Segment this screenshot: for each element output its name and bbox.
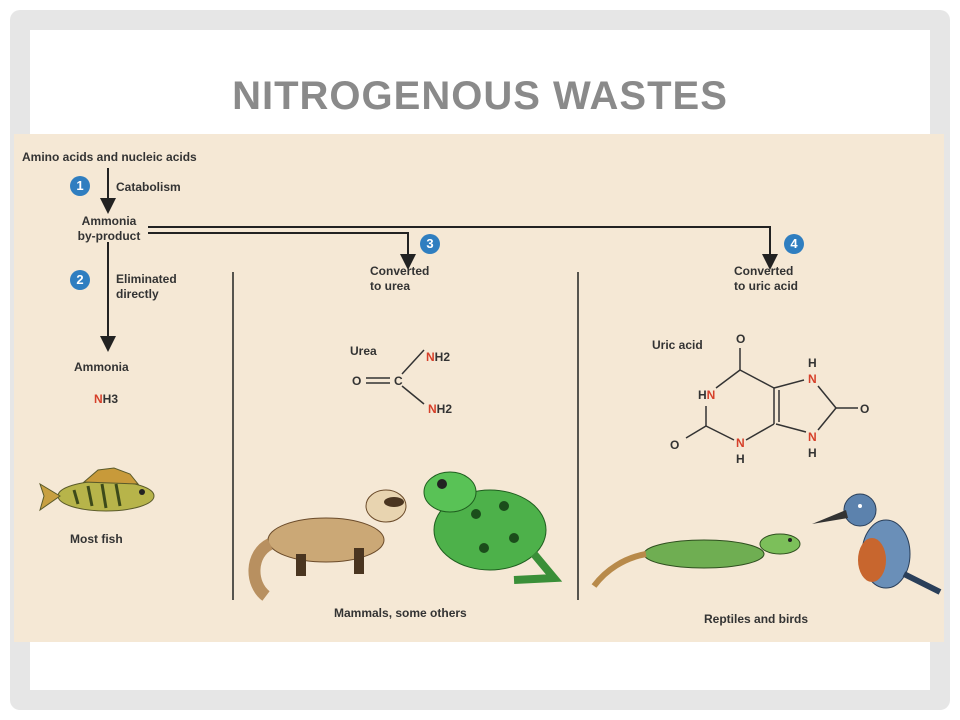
urea-n-top: N [426,350,435,364]
uric-o-right: O [860,402,870,416]
uric-n-top: N [808,372,817,386]
step-1-badge: 1 [70,176,90,196]
arrow-to-uric-acid [148,226,778,270]
urea-o: O [352,374,362,388]
uric-h-bottom: H [736,452,745,466]
uric-o-top: O [736,332,746,346]
urea-structure [366,349,425,405]
uric-step-line-1: Converted [734,264,794,278]
ammonia-formula: NH3 [94,392,118,407]
lizard-illustration [591,533,801,588]
step-3-badge: 3 [420,234,440,254]
reptiles-birds-label: Reptiles and birds [704,612,809,626]
fish-illustration [39,467,155,512]
urea-nh2-bottom: NH2 [428,402,452,417]
diagram-panel: Amino acids and nucleic acids 1 Cataboli… [14,134,944,642]
urea-n-bottom: N [428,402,437,416]
eliminated-label: Eliminated directly [116,272,177,302]
uric-hn-n: N [706,388,716,402]
urea-nh2-top: NH2 [426,350,450,365]
ammonia-n: N [94,392,103,406]
step-2-badge: 2 [70,270,90,290]
uric-o-left: O [670,438,680,452]
uric-hn: HN [698,388,715,403]
eliminated-line-1: Eliminated [116,272,177,286]
step-4-badge: 4 [784,234,804,254]
uric-acid-structure [685,348,858,441]
ammonia-h3: H3 [102,392,119,406]
urea-name: Urea [350,344,377,358]
uric-h-top: H [808,356,817,370]
uric-acid-name: Uric acid [652,338,703,352]
uric-n-bottom: N [736,436,745,450]
catabolism-label: Catabolism [116,180,181,194]
uric-n-bottom-right: N [808,430,817,444]
urea-step-line-1: Converted [370,264,430,278]
diagram-lines [39,168,942,601]
converted-urea-label: Converted to urea [370,264,429,294]
urea-h2-top: H2 [434,350,451,364]
fish-label: Most fish [70,532,123,546]
urea-h2-bottom: H2 [436,402,453,416]
uric-hn-h: H [698,388,707,402]
ammonia-name: Ammonia [74,360,129,374]
ferret-illustration [248,489,407,601]
converted-uric-label: Converted to uric acid [734,264,798,294]
eliminated-line-2: directly [116,287,159,301]
mammals-label: Mammals, some others [334,606,467,620]
source-label: Amino acids and nucleic acids [22,150,197,164]
arrow-to-urea [148,232,416,270]
slide-title: NITROGENOUS WASTES [232,74,728,118]
kingfisher-illustration [812,493,942,595]
urea-step-line-2: to urea [370,279,411,293]
ammonia-byproduct-label: Ammonia by-product [74,214,144,244]
uric-step-line-2: to uric acid [734,279,799,293]
frog-illustration [423,471,563,584]
uric-h-bottom-right: H [808,446,817,460]
urea-c: C [394,374,403,388]
intermediate-line-2: by-product [77,229,141,243]
intermediate-line-1: Ammonia [81,214,137,228]
